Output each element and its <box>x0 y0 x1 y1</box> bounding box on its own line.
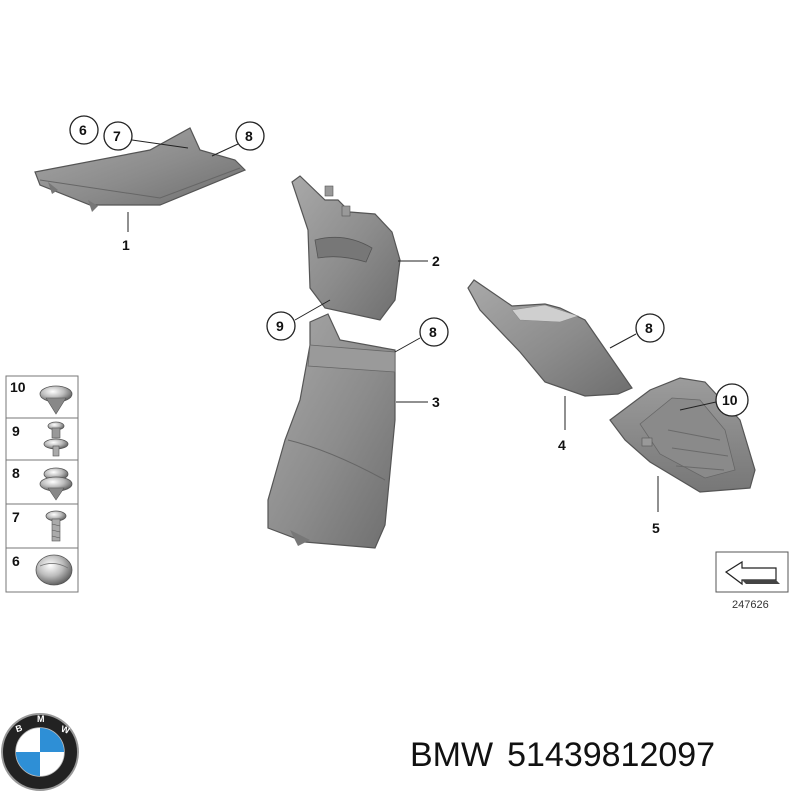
screw-7-icon <box>45 510 67 542</box>
svg-text:6: 6 <box>79 122 87 138</box>
clip-8-icon <box>39 467 73 501</box>
part-3-number: 3 <box>432 394 440 410</box>
svg-text:B: B <box>14 722 24 734</box>
part-2-number: 2 <box>432 253 440 269</box>
part-4-number: 4 <box>558 437 566 453</box>
svg-text:8: 8 <box>645 320 653 336</box>
brand-name: BMW <box>410 736 494 774</box>
screw-9-icon <box>43 421 69 457</box>
part-4-trim: 4 <box>467 279 633 453</box>
cap-6-icon <box>35 554 73 586</box>
legend-row-7: 7 <box>12 509 20 525</box>
callout-8-c: 8 <box>609 313 665 349</box>
part-number: 51439812097 <box>507 736 716 774</box>
callout-9: 9 <box>266 299 331 341</box>
svg-text:8: 8 <box>429 324 437 340</box>
callout-6: 6 <box>69 115 99 145</box>
part-5-number: 5 <box>652 520 660 536</box>
orientation-box: 247626 <box>715 551 789 611</box>
callout-8-a: 8 <box>211 121 265 157</box>
fastener-legend: 10 9 8 7 6 <box>5 375 79 593</box>
brand-part-number: BMW 51439812097 <box>410 736 729 775</box>
clip-10-icon <box>39 385 73 415</box>
part-2-trim: 2 <box>291 175 440 321</box>
callout-10: 10 <box>679 383 749 417</box>
callout-8-b: 8 <box>394 317 449 353</box>
svg-text:W: W <box>60 724 72 736</box>
svg-text:7: 7 <box>113 128 121 144</box>
part-1-trim: 1 <box>34 127 247 253</box>
legend-row-9: 9 <box>12 423 20 439</box>
part-3-trim: 3 <box>267 313 440 549</box>
diagram-id: 247626 <box>732 599 769 611</box>
svg-text:9: 9 <box>276 318 284 334</box>
legend-row-6: 6 <box>12 553 20 569</box>
callout-7: 7 <box>103 121 189 151</box>
svg-text:10: 10 <box>722 392 738 408</box>
legend-row-8: 8 <box>12 465 20 481</box>
legend-row-10: 10 <box>10 379 26 395</box>
part-1-number: 1 <box>122 237 130 253</box>
svg-text:8: 8 <box>245 128 253 144</box>
svg-text:M: M <box>37 714 45 724</box>
bmw-logo-icon: B M W <box>1 713 79 791</box>
arrow-icon <box>724 560 780 586</box>
